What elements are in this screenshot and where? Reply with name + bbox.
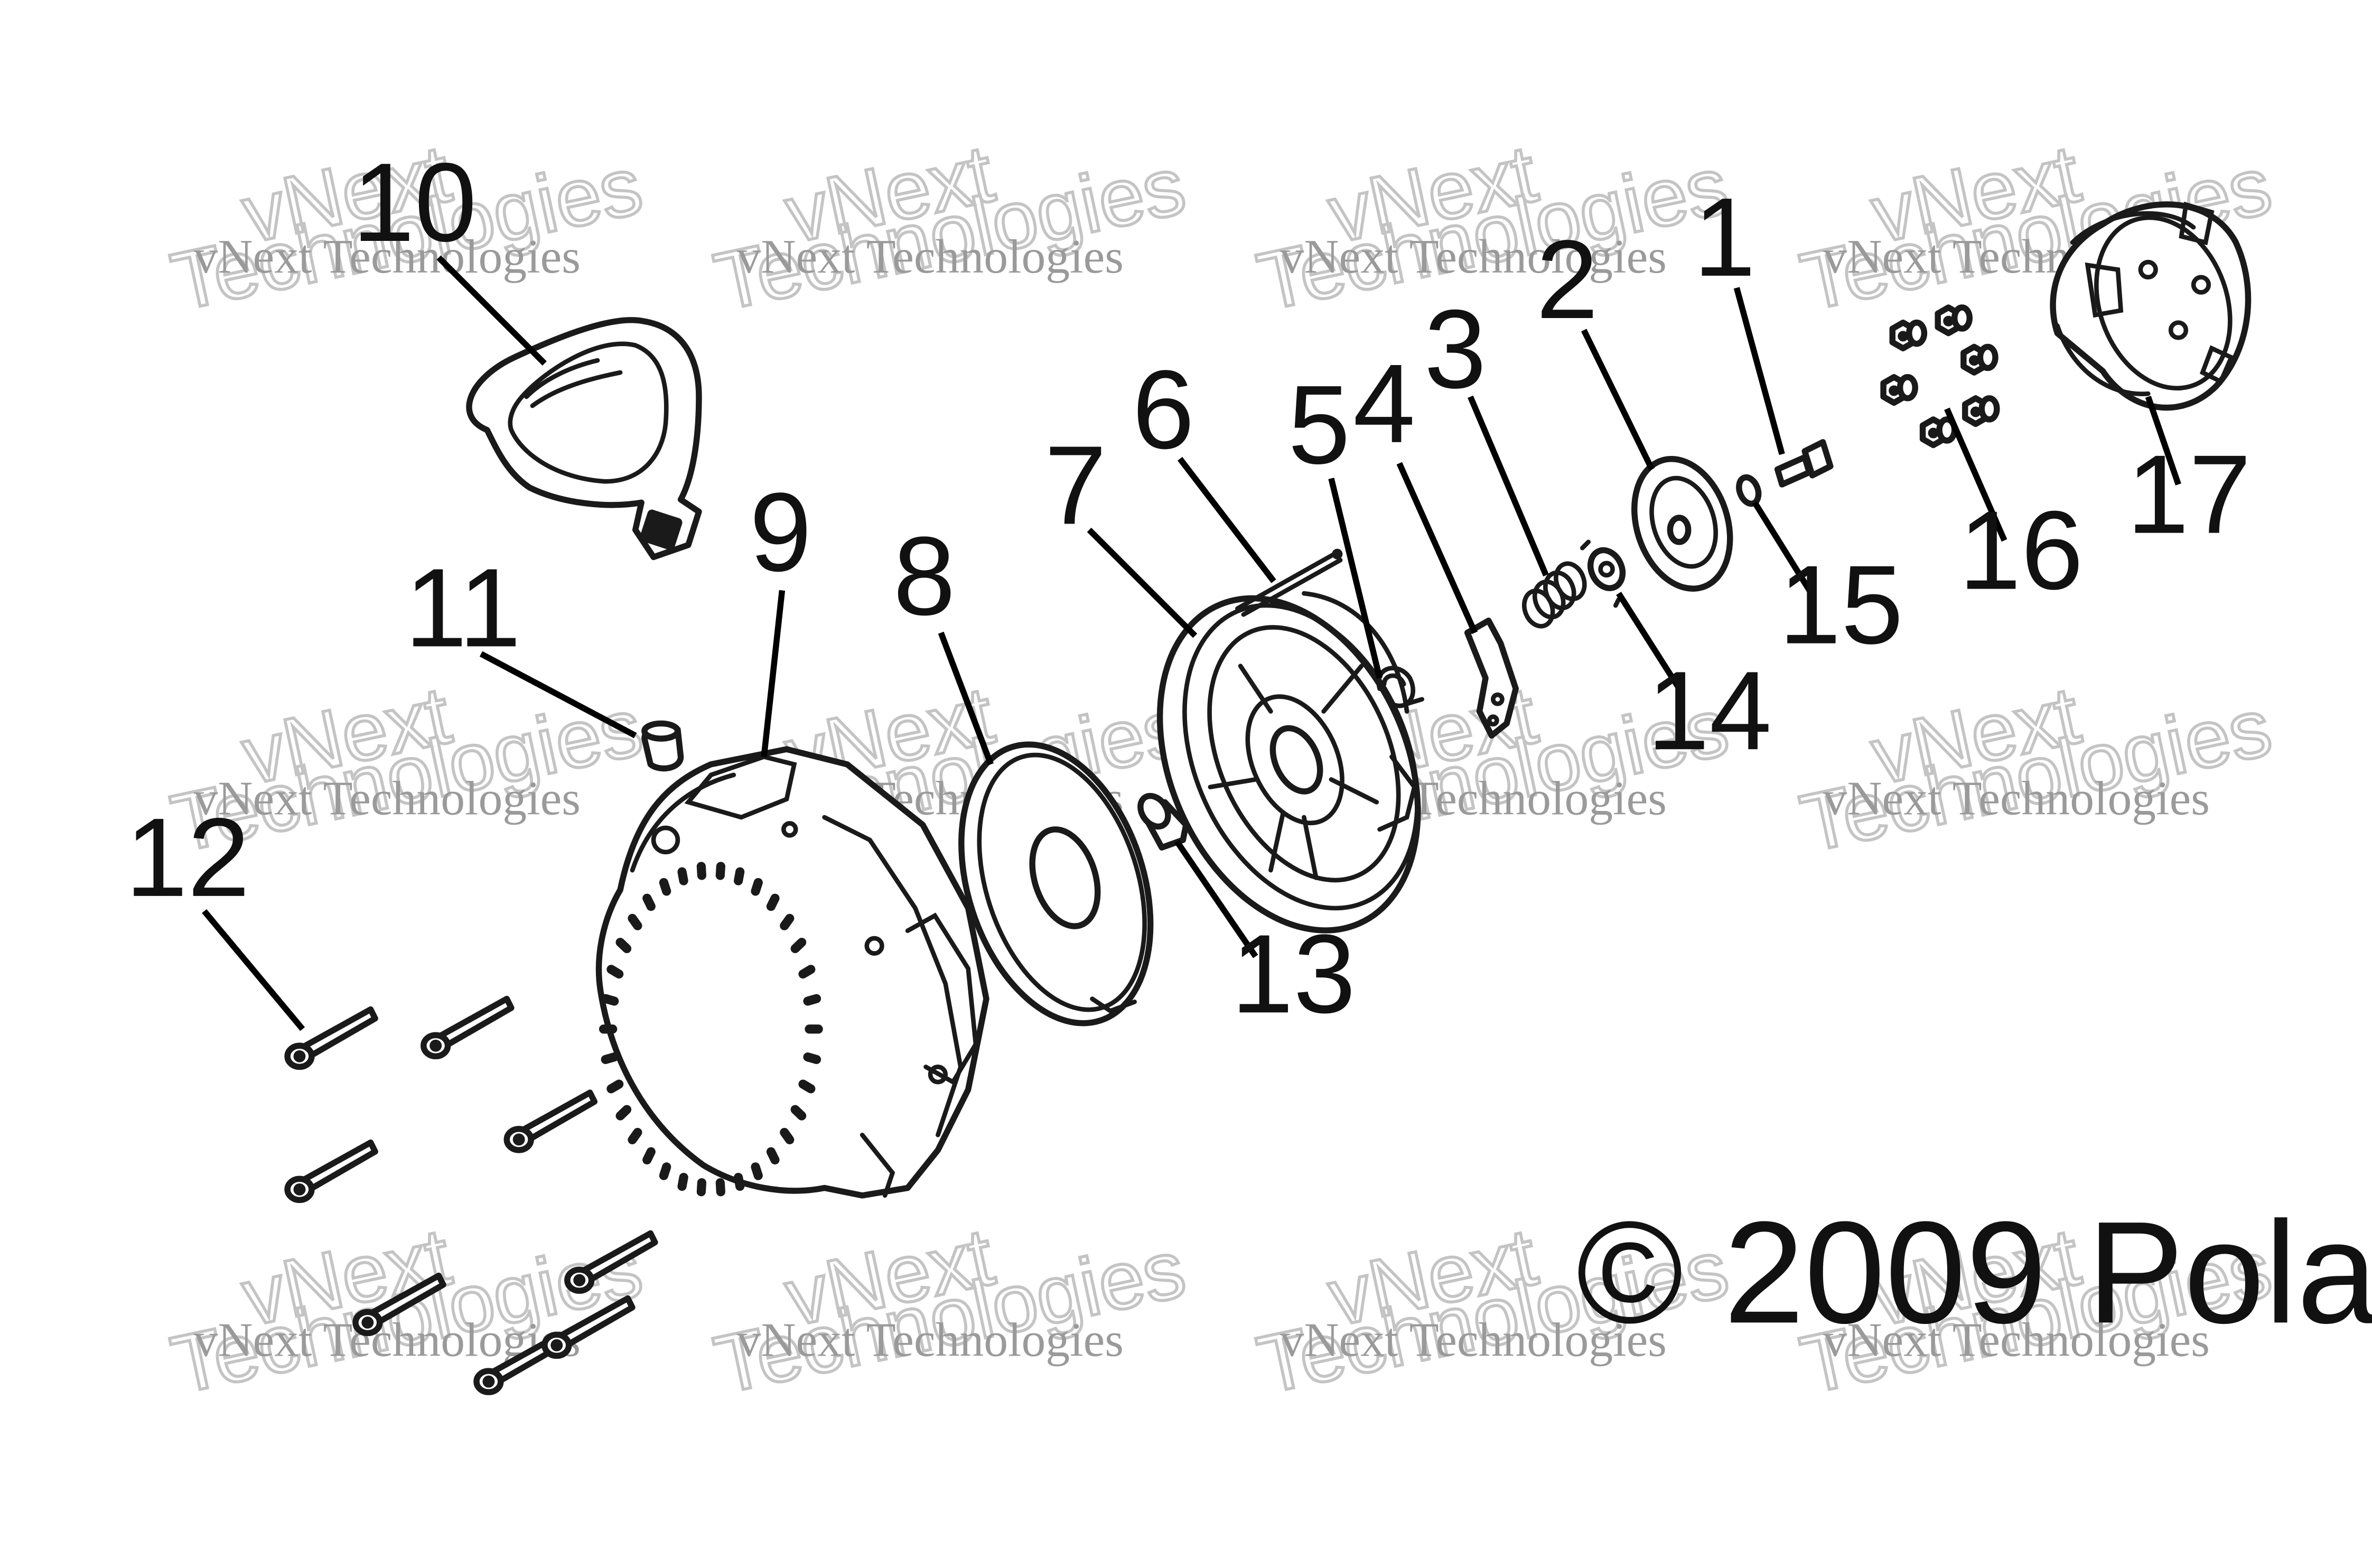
vent-slot — [659, 878, 671, 896]
part-15-washer — [1736, 474, 1762, 507]
callout-12: 12 — [125, 795, 250, 920]
vent-slot — [642, 893, 656, 911]
callout-6: 6 — [1132, 347, 1194, 472]
vent-slot — [628, 913, 642, 930]
part-16-flange-bolts — [1880, 304, 2000, 449]
flange-bolt — [1889, 319, 1928, 352]
vent-slot — [766, 893, 780, 911]
part-8-spring-cover-plate — [958, 741, 1154, 1026]
watermark-small-line: vNext Technologies — [194, 229, 581, 283]
vent-slot — [677, 867, 688, 885]
vent-slot — [803, 994, 821, 1006]
vent-slot — [805, 1024, 823, 1034]
flange-bolt — [1960, 343, 1999, 376]
vent-slot — [606, 1079, 624, 1094]
watermark-small-line: vNext Technologies — [1280, 229, 1667, 283]
cap-screw — [284, 1006, 378, 1070]
flange-bolt — [1880, 374, 1918, 406]
watermark-small-line: vNext Technologies — [737, 229, 1124, 283]
vent-slot — [601, 994, 619, 1006]
watermark-small-line: vNext Technologies — [194, 771, 581, 825]
leader-lines — [202, 255, 2181, 1031]
flange-bolt — [1919, 416, 1958, 449]
vent-slot — [715, 862, 725, 880]
vent-slot — [780, 913, 795, 930]
vent-slot — [790, 1105, 807, 1121]
vent-slot — [733, 867, 745, 885]
callout-15: 15 — [1779, 542, 1903, 667]
part-2-ratchet-cover — [1631, 456, 1733, 592]
vent-slot — [751, 878, 763, 896]
part-3-friction-spring — [1521, 561, 1587, 629]
vent-slot — [677, 1173, 688, 1191]
cap-screw — [284, 1139, 378, 1203]
callout-5: 5 — [1288, 362, 1350, 487]
vent-slot — [615, 1105, 632, 1121]
watermark-small-line: vNext Technologies — [737, 1312, 1124, 1366]
vent-slot — [733, 1173, 745, 1191]
vent-slot — [642, 1147, 656, 1165]
cap-screw — [421, 995, 515, 1060]
vent-slot — [615, 938, 632, 954]
watermark-small-line: vNext Technologies — [1823, 1312, 2210, 1366]
part-14-friction-plate — [1580, 539, 1626, 608]
part-10-starter-handle — [466, 317, 702, 561]
part-13-pulley-bushing — [1137, 792, 1189, 851]
watermark-small-line: vNext Technologies — [1823, 771, 2210, 825]
callout-2: 2 — [1536, 217, 1599, 342]
callout-9: 9 — [750, 469, 812, 594]
vent-slot — [601, 1052, 619, 1065]
callout-7: 7 — [1044, 422, 1107, 547]
vent-slot — [766, 1147, 780, 1165]
part-17-starter-cup — [2050, 201, 2252, 411]
part-9-recoil-housing — [595, 746, 989, 1199]
part-11-bushing — [641, 720, 684, 772]
callout-3: 3 — [1424, 286, 1487, 412]
watermark-small-line: vNext Technologies — [1280, 1312, 1667, 1366]
part-1-center-bolt — [1774, 439, 1834, 488]
vent-slot — [696, 862, 706, 880]
cap-screw — [503, 1089, 598, 1153]
vent-slot — [790, 938, 807, 954]
vent-slot — [696, 1178, 706, 1197]
callout-4: 4 — [1353, 341, 1415, 466]
callout-14: 14 — [1647, 648, 1772, 773]
callout-labels: 1 2 3 4 5 6 7 8 9 10 11 12 13 14 15 16 1… — [125, 139, 2251, 1036]
callout-1: 1 — [1693, 174, 1755, 300]
vent-slot — [628, 1127, 642, 1145]
vent-slot — [599, 1024, 618, 1034]
callout-11: 11 — [405, 545, 521, 670]
vent-slot — [780, 1127, 795, 1145]
vent-slot — [751, 1162, 763, 1180]
flange-bolt — [1962, 395, 2000, 427]
callout-10: 10 — [352, 139, 477, 265]
cap-screw — [564, 1230, 658, 1294]
part-7-rope-pulley — [1156, 591, 1421, 934]
callout-13: 13 — [1231, 911, 1356, 1036]
callout-8: 8 — [893, 513, 956, 638]
vent-slot — [606, 965, 624, 979]
cap-screw — [352, 1272, 446, 1337]
housing-vent-slots — [599, 862, 823, 1197]
flange-bolt — [1935, 304, 1973, 337]
vent-slot — [798, 1079, 816, 1094]
part-4-ratchet-pawl — [1464, 618, 1519, 739]
vent-slot — [798, 965, 816, 979]
copyright-notice: © 2009 Polaris Sales Inc. — [1576, 1191, 2372, 1354]
part-6-starter-rope — [1235, 548, 1343, 617]
part-12-housing-screws — [284, 995, 658, 1395]
callout-17: 17 — [2127, 432, 2252, 557]
vent-slot — [659, 1162, 671, 1180]
cap-screw — [541, 1295, 636, 1359]
vent-slot — [803, 1052, 821, 1065]
vent-slot — [715, 1178, 725, 1197]
callout-16: 16 — [1959, 488, 2084, 613]
